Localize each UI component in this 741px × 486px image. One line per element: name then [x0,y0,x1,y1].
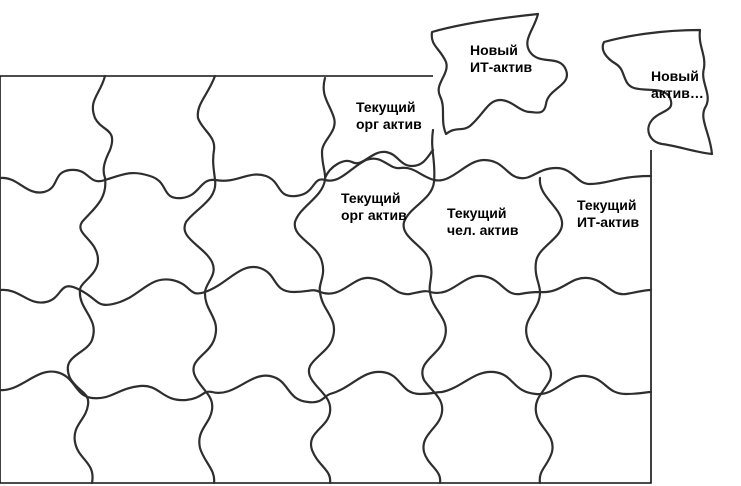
label-current-org-top-line2: орг актив [356,116,422,132]
seam-v4 [402,128,447,485]
label-current-person: Текущий чел. актив [447,205,518,239]
label-current-person-line1: Текущий [447,205,507,221]
label-current-it: Текущий ИТ-актив [577,197,639,231]
label-new-asset-line2: актив… [651,85,704,101]
label-current-org-mid-line1: Текущий [341,190,401,206]
loose-piece-new-asset [601,28,714,156]
puzzle-frame [0,75,652,484]
label-current-org-mid-line2: орг актив [341,207,407,223]
seam-v3 [293,76,336,485]
seam-h1 [0,157,653,200]
label-new-asset-line1: Новый [651,68,699,84]
label-new-asset: Новый актив… [651,68,704,102]
seam-v2 [183,74,217,485]
seam-v1 [66,74,114,485]
seam-h0-knob [323,148,435,180]
label-current-it-line1: Текущий [577,197,637,213]
label-new-it-line1: Новый [470,42,518,58]
label-current-org-top: Текущий орг актив [356,99,422,133]
label-new-it-line2: ИТ-актив [470,59,533,75]
label-new-it-asset: Новый ИТ-актив [470,42,532,76]
loose-piece-new-it [430,12,569,136]
seam-v5 [525,176,564,485]
label-current-org-mid: Текущий орг актив [341,190,407,224]
label-current-org-top-line1: Текущий [356,99,416,115]
seam-h2 [0,265,653,306]
label-current-person-line2: чел. актив [447,222,519,238]
seam-h3 [0,370,653,404]
label-current-it-line2: ИТ-актив [577,214,640,230]
